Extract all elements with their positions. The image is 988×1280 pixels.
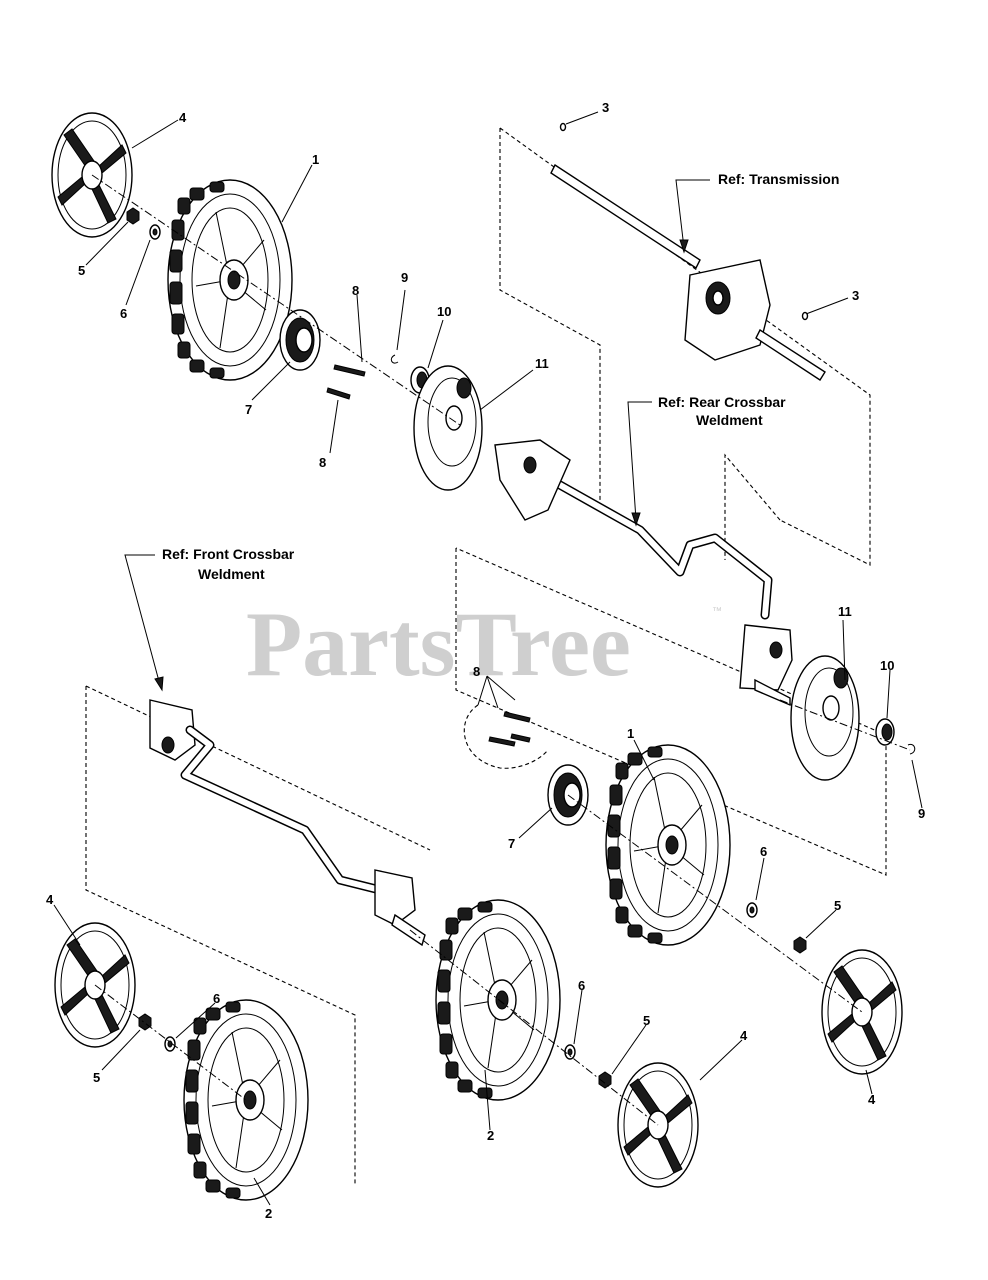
callout-8: 8 [319, 455, 326, 470]
watermark-text: PartsTree [246, 593, 631, 695]
ref-front-crossbar-label-line1: Ref: Front Crossbar [162, 546, 295, 562]
callout-1: 1 [627, 726, 634, 741]
callout-5: 5 [93, 1070, 100, 1085]
nut-top-left [126, 207, 140, 225]
ref-front-crossbar-label-line2: Weldment [198, 566, 265, 582]
callout-2: 2 [265, 1206, 272, 1221]
callout-5: 5 [834, 898, 841, 913]
wheel-top [167, 179, 293, 381]
watermark-trademark: ™ [712, 606, 722, 617]
ref-transmission-label: Ref: Transmission [718, 171, 839, 187]
callout-7: 7 [245, 402, 252, 417]
rear-axle-bracket [494, 439, 571, 521]
callout-4: 4 [740, 1028, 748, 1043]
wheel-bottom-left [183, 999, 309, 1201]
transmission [550, 163, 826, 381]
bolt-group-outline [463, 704, 549, 769]
callout-10: 10 [880, 658, 894, 673]
front-crossbar-weldment [149, 699, 426, 947]
wheel-mid [605, 744, 731, 946]
callout-numbers: 4 1 3 3 5 6 7 8 9 10 11 8 8 1 7 11 10 9 … [46, 100, 925, 1221]
callout-8: 8 [352, 283, 359, 298]
screw-mid-a [503, 711, 531, 723]
callout-11: 11 [535, 356, 549, 371]
callout-2: 2 [487, 1128, 494, 1143]
washer-bottom-left [164, 1036, 176, 1052]
washer-bottom-mid [564, 1044, 576, 1060]
screw-top-a [333, 364, 366, 377]
callout-3: 3 [852, 288, 859, 303]
callout-11: 11 [838, 604, 852, 619]
rear-crossbar-weldment [555, 480, 793, 707]
callout-7: 7 [508, 836, 515, 851]
screw-top-b [326, 387, 351, 400]
callout-4: 4 [868, 1092, 876, 1107]
callout-4: 4 [179, 110, 187, 125]
pinion-right [875, 718, 895, 746]
wheel-bottom-mid [435, 899, 561, 1101]
callout-5: 5 [78, 263, 85, 278]
clip-top [390, 354, 399, 364]
nut-bottom-left [138, 1013, 152, 1031]
callout-10: 10 [437, 304, 451, 319]
callout-3: 3 [602, 100, 609, 115]
screw-mid-b [488, 736, 516, 747]
callout-1: 1 [312, 152, 319, 167]
drive-gear-top [279, 309, 321, 371]
gear-cover-right [790, 655, 860, 781]
hubcap-bottom-right [821, 949, 903, 1075]
washer-top-left [149, 224, 161, 240]
callout-6: 6 [120, 306, 127, 321]
nut-bottom-right [793, 936, 807, 954]
callout-9: 9 [918, 806, 925, 821]
ref-rear-crossbar-label-line1: Ref: Rear Crossbar [658, 394, 786, 410]
screw-mid-c [510, 733, 531, 743]
callout-4: 4 [46, 892, 54, 907]
callout-6: 6 [578, 978, 585, 993]
callout-6: 6 [213, 991, 220, 1006]
ref-arrows [124, 179, 710, 709]
front-axle-assembly-outline [85, 685, 431, 1185]
clip-right [907, 743, 916, 755]
gear-cover-top [413, 365, 483, 491]
callout-8: 8 [473, 664, 480, 679]
callout-leaders [53, 111, 923, 1206]
ref-rear-crossbar-label-line2: Weldment [696, 412, 763, 428]
pin-top [559, 122, 567, 132]
rear-axle-assembly-outline [499, 127, 871, 566]
callout-9: 9 [401, 270, 408, 285]
callout-5: 5 [643, 1013, 650, 1028]
washer-bottom-right [746, 902, 758, 918]
callout-6: 6 [760, 844, 767, 859]
pin-right [801, 311, 809, 321]
